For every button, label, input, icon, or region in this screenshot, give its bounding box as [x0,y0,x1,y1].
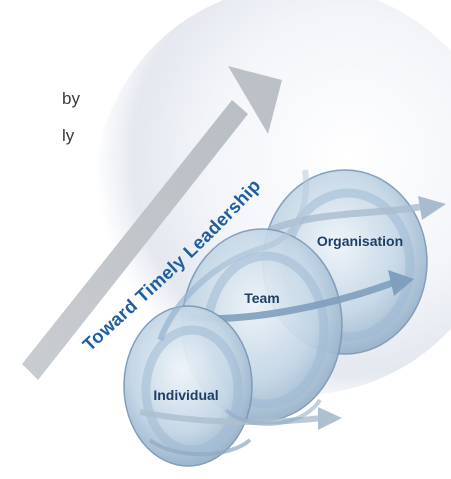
individual-loop [123,305,342,467]
big-arrow [22,66,282,380]
level-label-organisation: Organisation [317,233,403,249]
spiral-loops [123,169,446,467]
level-label-team: Team [244,290,280,306]
cropped-text-fragment: ly [62,126,75,145]
cropped-text-fragment: by [62,89,80,108]
level-label-individual: Individual [153,387,218,403]
